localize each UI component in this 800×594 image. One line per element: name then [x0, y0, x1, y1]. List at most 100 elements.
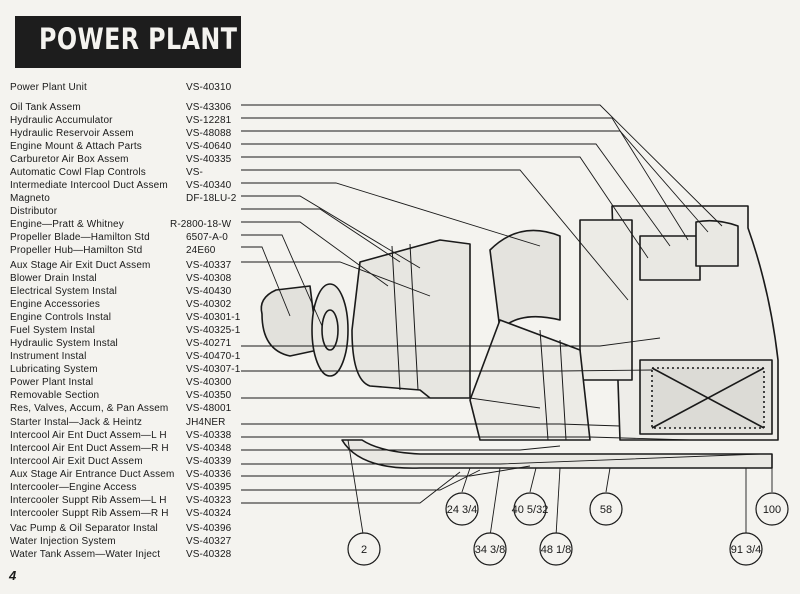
part-name: Intercooler—Engine Access [10, 482, 137, 493]
part-code: 24E60 [186, 245, 216, 256]
station-callout: 58 [589, 492, 623, 526]
part-row: Intermediate Intercool Duct Assem VS-4034… [10, 180, 246, 192]
part-name: Intermediate Intercool Duct Assem [10, 180, 168, 191]
part-row: Distributor [10, 206, 246, 218]
part-code: VS-40325-1 [186, 325, 241, 336]
part-code: VS-40271 [186, 338, 232, 349]
part-name: Electrical System Instal [10, 286, 117, 297]
hydraulic-reservoir [695, 219, 739, 267]
station-circle [589, 492, 623, 526]
part-row: Hydraulic System Instal VS-40271 [10, 338, 246, 350]
part-name: Intercool Air Exit Duct Assem [10, 456, 143, 467]
part-row: Propeller Hub—Hamilton Std 24E60 [10, 245, 246, 257]
part-name: Engine Controls Instal [10, 312, 112, 323]
part-code: VS-40340 [186, 180, 232, 191]
page-title: POWER PLANT [39, 22, 238, 56]
oil-tank [579, 219, 633, 381]
station-circle [347, 532, 381, 566]
part-name: Engine Mount & Attach Parts [10, 141, 142, 152]
part-name: Hydraulic System Instal [10, 338, 118, 349]
part-code: VS-40338 [186, 430, 232, 441]
part-name: Distributor [10, 206, 58, 217]
propeller-hub [311, 283, 349, 377]
part-name: Blower Drain Instal [10, 273, 97, 284]
part-name: Intercooler Suppt Rib Assem—L H [10, 495, 167, 506]
part-code: VS-40640 [186, 141, 232, 152]
part-code: VS-43306 [186, 102, 232, 113]
part-code: JH4NER [186, 417, 226, 428]
part-code: VS-40323 [186, 495, 232, 506]
station-callout: 40 5/32 [512, 492, 548, 526]
part-code: 6507-A-0 [186, 232, 228, 243]
part-name: Hydraulic Accumulator [10, 115, 113, 126]
station-circle [513, 492, 547, 526]
station-callout: 48 1/8 [539, 532, 573, 566]
part-name: Power Plant Instal [10, 377, 94, 388]
title-banner: POWER PLANT [15, 16, 241, 68]
part-name: Engine—Pratt & Whitney [10, 219, 124, 230]
part-code: VS-40300 [186, 377, 232, 388]
part-name: Magneto [10, 193, 50, 204]
part-code: VS-40324 [186, 508, 232, 519]
part-row: Magneto DF-18LU-2 [10, 193, 246, 205]
part-row: Electrical System Instal VS-40430 [10, 286, 246, 298]
part-name: Carburetor Air Box Assem [10, 154, 129, 165]
part-row: Engine Controls Instal VS-40301-1 [10, 312, 246, 324]
part-name: Res, Valves, Accum, & Pan Assem [10, 403, 169, 414]
part-code: VS-40302 [186, 299, 232, 310]
part-name: Aux Stage Air Entrance Duct Assem [10, 469, 175, 480]
part-name: Oil Tank Assem [10, 102, 81, 113]
part-row: Engine—Pratt & Whitney R-2800-18-W [10, 219, 246, 231]
part-name: Automatic Cowl Flap Controls [10, 167, 146, 178]
part-code: VS-40336 [186, 469, 232, 480]
leader-lines [241, 104, 773, 541]
station-label: 2 [361, 544, 367, 556]
part-name: Intercool Air Ent Duct Assem—R H [10, 443, 169, 454]
part-name: Intercooler Suppt Rib Assem—R H [10, 508, 169, 519]
station-circle [729, 532, 763, 566]
part-row: Intercool Air Ent Duct Assem—R H VS-40348 [10, 443, 246, 455]
part-code: VS-40350 [186, 390, 232, 401]
part-code: VS-40301-1 [186, 312, 241, 323]
station-circle [445, 492, 479, 526]
station-callout: 91 3/4 [729, 532, 763, 566]
part-code: DF-18LU-2 [186, 193, 237, 204]
part-code: R-2800-18-W [170, 219, 232, 230]
part-code: VS-40327 [186, 536, 232, 547]
part-code: VS-40395 [186, 482, 232, 493]
part-row: Intercooler—Engine Access VS-40395 [10, 482, 246, 494]
part-row: Aux Stage Air Entrance Duct Assem VS-4033… [10, 469, 246, 481]
station-callout: 100 [755, 492, 789, 526]
part-code: VS-48088 [186, 128, 232, 139]
part-code: VS-40348 [186, 443, 232, 454]
station-label: 48 1/8 [541, 544, 572, 556]
part-row: Oil Tank Assem VS-43306 [10, 102, 246, 114]
part-name: Vac Pump & Oil Separator Instal [10, 523, 158, 534]
part-row: Intercooler Suppt Rib Assem—L H VS-40323 [10, 495, 246, 507]
part-code: VS-40310 [186, 82, 232, 93]
part-name: Power Plant Unit [10, 82, 87, 93]
part-name: Instrument Instal [10, 351, 87, 362]
station-callout: 2 [347, 532, 381, 566]
station-circle [473, 532, 507, 566]
part-name: Propeller Hub—Hamilton Std [10, 245, 143, 256]
intercooler-core [639, 359, 773, 435]
part-code: VS-40430 [186, 286, 232, 297]
